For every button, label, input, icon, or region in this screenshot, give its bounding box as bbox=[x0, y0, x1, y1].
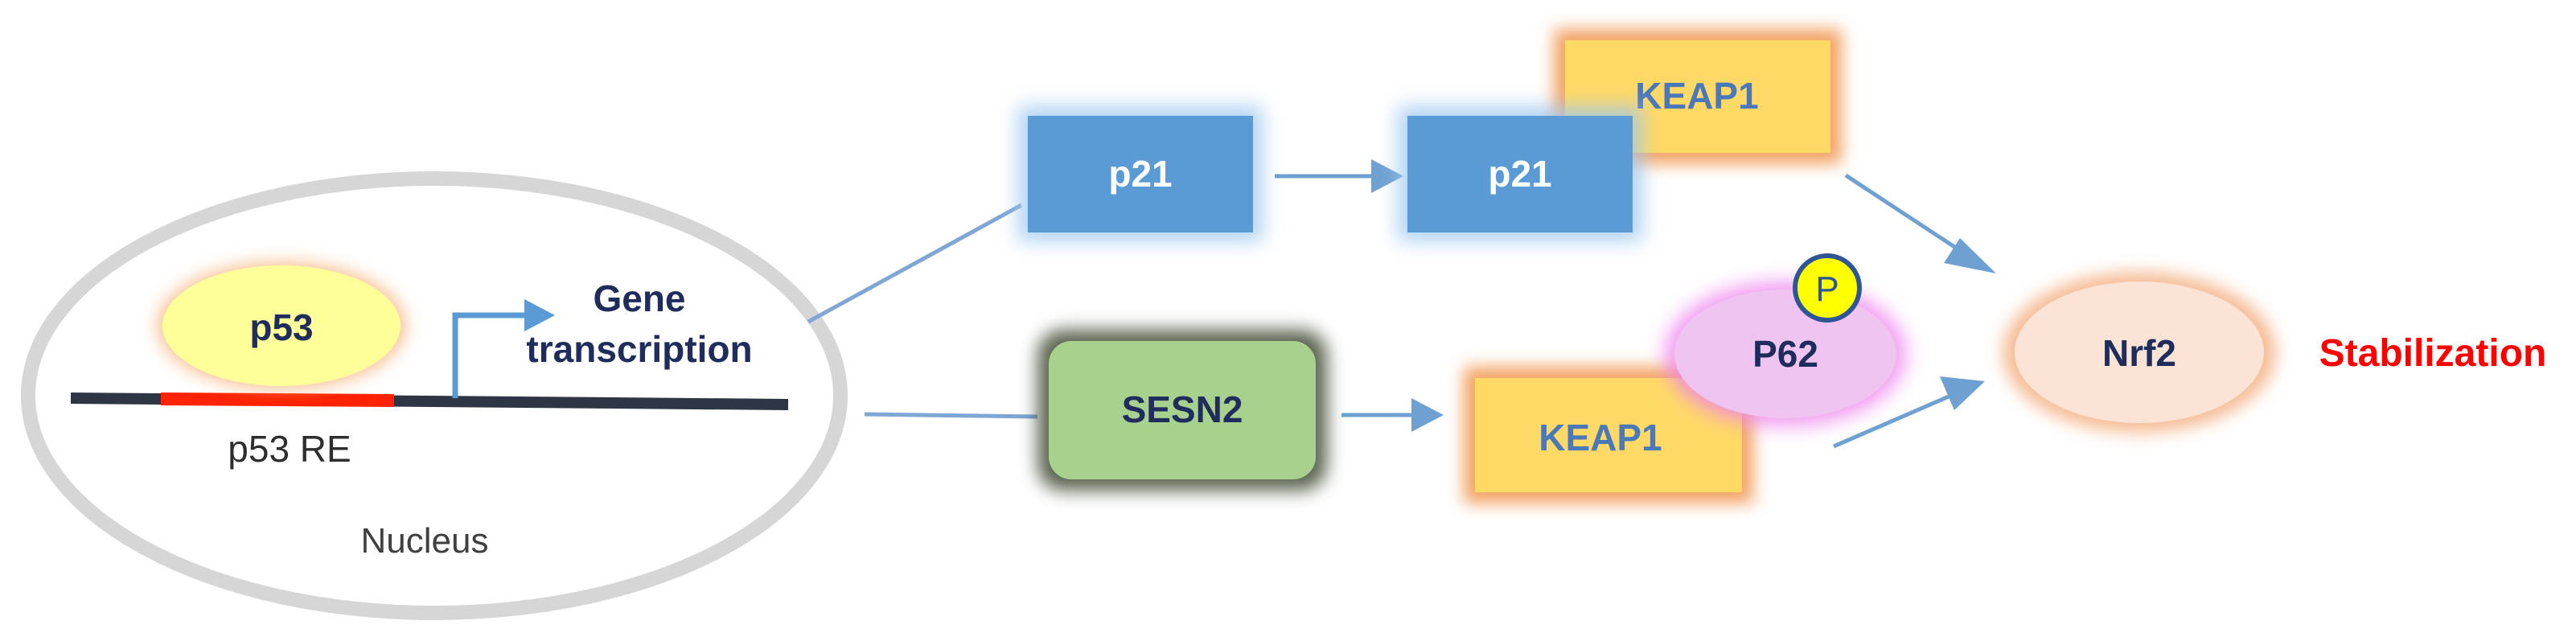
nucleus-label: Nucleus bbox=[361, 521, 489, 561]
transcription-arrowhead bbox=[524, 299, 555, 331]
nucleus-membrane bbox=[21, 171, 848, 620]
nrf2-node bbox=[2015, 282, 2264, 423]
keap1-bottom-label: KEAP1 bbox=[1539, 417, 1662, 458]
p62-label: P62 bbox=[1752, 333, 1818, 375]
phospho-label: P bbox=[1815, 269, 1839, 309]
gene-transcription-line1: Gene bbox=[593, 277, 685, 319]
p21-first-label: p21 bbox=[1108, 153, 1172, 195]
p21-first-node bbox=[1028, 116, 1253, 232]
sesn2-label: SESN2 bbox=[1122, 388, 1243, 430]
connector-to-p21 bbox=[807, 203, 1023, 324]
p53-re-label: p53 RE bbox=[228, 428, 351, 470]
arrow-keap1-to-nrf2-head bbox=[1944, 238, 1996, 273]
arrow-keap1-to-nrf2 bbox=[1844, 173, 1972, 260]
nrf2-label: Nrf2 bbox=[2102, 332, 2176, 374]
transcription-start-arrow bbox=[452, 312, 531, 398]
p62-node bbox=[1674, 290, 1896, 418]
gene-transcription-line2: transcription bbox=[526, 328, 752, 370]
phospho-badge bbox=[1793, 253, 1862, 323]
arrow-p62-to-nrf2 bbox=[1833, 392, 1955, 449]
arrow-p21-to-p21-head bbox=[1371, 159, 1403, 193]
p21-second-node bbox=[1407, 116, 1633, 232]
p53-response-element-bar bbox=[160, 392, 395, 407]
connector-to-sesn2 bbox=[864, 412, 1038, 419]
keap1-top-label: KEAP1 bbox=[1635, 75, 1758, 117]
p53-label: p53 bbox=[249, 306, 313, 348]
arrow-sesn2-to-keap1-head bbox=[1411, 398, 1444, 432]
arrow-p62-to-nrf2-head bbox=[1940, 376, 1985, 410]
p53-node bbox=[162, 265, 401, 386]
stabilization-label: Stabilization bbox=[2319, 332, 2547, 375]
sesn2-node bbox=[1049, 341, 1316, 479]
p21-second-label: p21 bbox=[1488, 153, 1551, 195]
